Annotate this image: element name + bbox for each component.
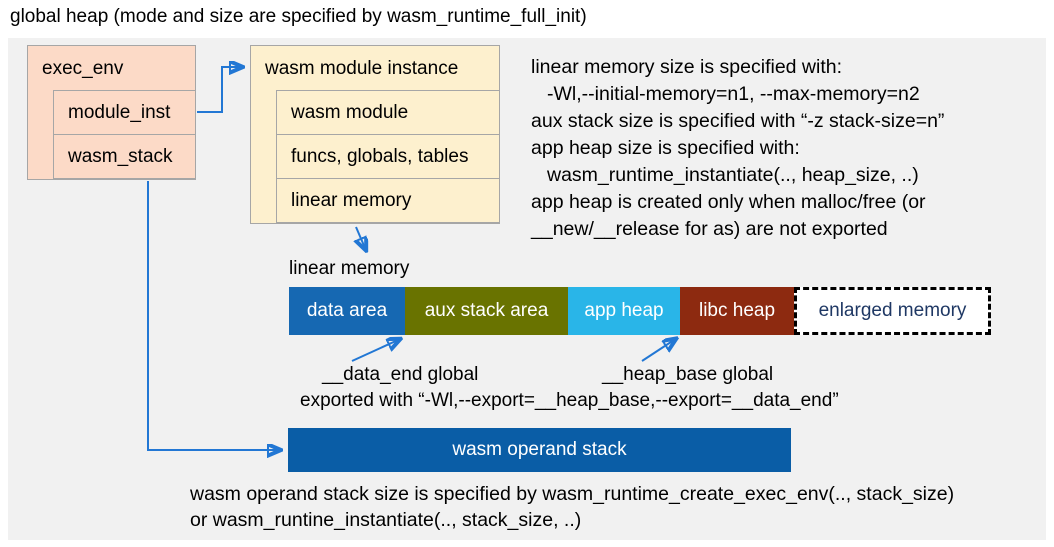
- note-line: app heap is created only when malloc/fre…: [531, 191, 926, 213]
- exec-env-row-module-inst: module_inst: [53, 90, 196, 135]
- note-line: app heap size is specified with:: [531, 137, 800, 159]
- note-line: wasm operand stack size is specified by …: [190, 483, 955, 505]
- module-instance-rows: wasm module funcs, globals, tables linea…: [276, 90, 500, 223]
- heap-base-global-label: __heap_base global: [602, 364, 774, 385]
- note-line: aux stack size is specified with “-z sta…: [531, 110, 945, 132]
- exec-env-header: exec_env: [42, 58, 124, 79]
- data-end-global-label: __data_end global: [322, 364, 479, 385]
- segment-aux-stack-area: aux stack area: [405, 287, 568, 335]
- linker-notes: linear memory size is specified with: -W…: [531, 54, 1043, 243]
- module-instance-row-wasm-module: wasm module: [276, 90, 500, 135]
- operand-stack-notes: wasm operand stack size is specified by …: [190, 481, 954, 533]
- note-line: wasm_runtime_instantiate(.., heap_size, …: [547, 164, 919, 186]
- note-line: __new/__release for as) are not exported: [531, 218, 888, 240]
- segment-data-area: data area: [289, 287, 405, 335]
- segment-libc-heap: libc heap: [680, 287, 794, 335]
- segment-enlarged-memory: enlarged memory: [794, 287, 991, 335]
- exec-env-box: exec_env module_inst wasm_stack: [27, 45, 196, 180]
- exec-env-row-wasm-stack: wasm_stack: [53, 134, 196, 179]
- note-line: linear memory size is specified with:: [531, 56, 843, 78]
- wasm-operand-stack-bar: wasm operand stack: [288, 428, 791, 472]
- module-instance-row-linear-memory: linear memory: [276, 178, 500, 223]
- page-title: global heap (mode and size are specified…: [10, 6, 587, 27]
- wasm-operand-stack-label: wasm operand stack: [452, 439, 627, 460]
- module-instance-header: wasm module instance: [265, 58, 459, 79]
- note-line: or wasm_runtine_instantiate(.., stack_si…: [190, 509, 582, 531]
- export-flags-label: exported with “-Wl,--export=__heap_base,…: [300, 390, 839, 411]
- linear-memory-label: linear memory: [289, 258, 410, 279]
- segment-app-heap: app heap: [568, 287, 680, 335]
- module-instance-row-funcs-globals-tables: funcs, globals, tables: [276, 134, 500, 179]
- note-line: -Wl,--initial-memory=n1, --max-memory=n2: [547, 83, 920, 105]
- exec-env-rows: module_inst wasm_stack: [53, 90, 196, 179]
- module-instance-box: wasm module instance wasm module funcs, …: [250, 45, 500, 224]
